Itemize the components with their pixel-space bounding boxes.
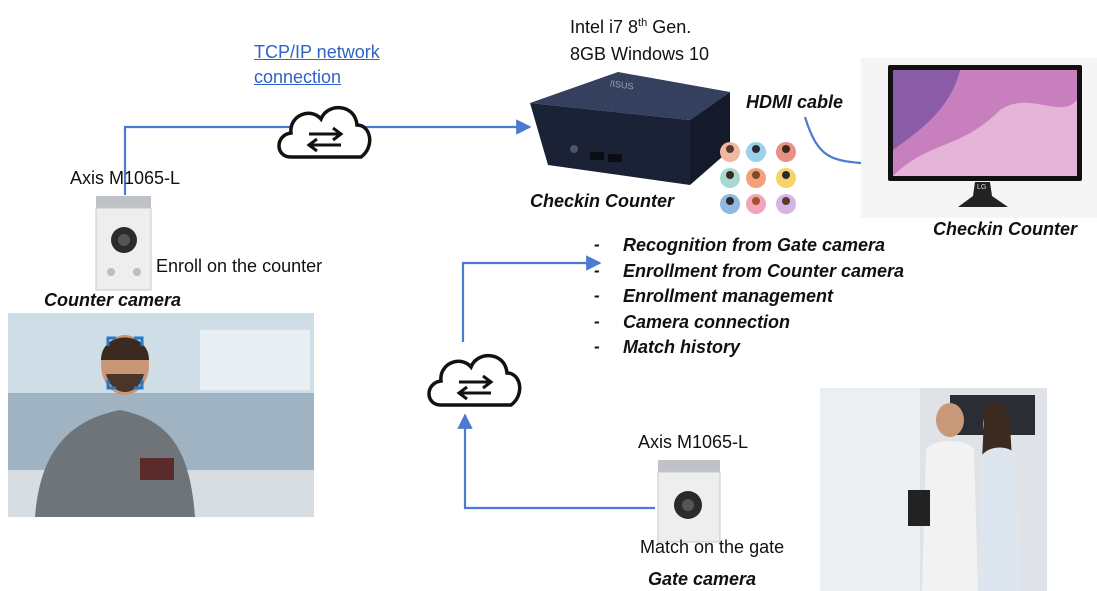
feature-item: - Enrollment management	[594, 286, 934, 312]
pc-spec-sup: th	[638, 17, 648, 29]
gate-camera-image	[657, 460, 721, 543]
feature-dash: -	[594, 337, 600, 356]
feature-text: Enrollment from Counter camera	[623, 260, 905, 281]
mini-pc-image	[530, 72, 730, 185]
gate-photo	[820, 388, 1047, 591]
feature-text: Enrollment management	[623, 286, 834, 306]
pc-spec-line2: 8GB Windows 10	[570, 44, 710, 64]
feature-text: Match history	[623, 337, 741, 357]
pc-spec-cpu: Intel i7 8	[570, 17, 639, 37]
counter-camera-model: Axis M1065-L	[70, 168, 181, 188]
cloud-exchange-icon	[277, 105, 372, 159]
feature-item: - Recognition from Gate camera	[594, 235, 934, 261]
face-avatar-grid-icon	[720, 142, 796, 214]
feature-item: - Enrollment from Counter camera	[594, 261, 934, 287]
feature-item: - Camera connection	[594, 312, 934, 338]
feature-dash: -	[594, 235, 600, 254]
gate-camera-model: Axis M1065-L	[638, 432, 749, 452]
feature-dash: -	[594, 311, 600, 331]
cloud-exchange-icon	[427, 353, 522, 407]
gate-camera-caption: Gate camera	[648, 569, 757, 589]
network-label-line2: connection	[254, 67, 342, 87]
network-line-counter	[123, 119, 532, 195]
monitor-image	[861, 58, 1097, 218]
counter-camera-action: Enroll on the counter	[156, 256, 323, 276]
pc-spec: Intel i7 8th Gen. 8GB Windows 10	[570, 10, 709, 68]
network-label-line1: TCP/IP network	[254, 42, 380, 62]
feature-text: Camera connection	[623, 311, 791, 332]
gate-camera-action: Match on the gate	[640, 537, 785, 557]
monitor-brand-logo: LG	[977, 184, 987, 191]
feature-dash: -	[594, 260, 600, 280]
monitor-caption: Checkin Counter	[933, 219, 1078, 239]
hdmi-label: HDMI cable	[746, 92, 844, 112]
pc-spec-line1: Intel i7 8th Gen.	[570, 10, 709, 41]
feature-item: - Match history	[594, 337, 934, 363]
feature-text: Recognition from Gate camera	[623, 235, 886, 255]
feature-dash: -	[594, 286, 600, 305]
counter-photo	[8, 313, 314, 517]
network-line-pc-gate	[461, 255, 602, 342]
network-label: TCP/IP network connection	[254, 40, 380, 90]
feature-list: - Recognition from Gate camera - Enrollmen…	[594, 235, 934, 363]
counter-camera-image	[95, 196, 152, 291]
network-line-gate	[457, 413, 655, 510]
pc-spec-gen: Gen.	[647, 17, 692, 37]
pc-caption: Checkin Counter	[530, 191, 675, 211]
counter-camera-caption: Counter camera	[44, 290, 182, 310]
